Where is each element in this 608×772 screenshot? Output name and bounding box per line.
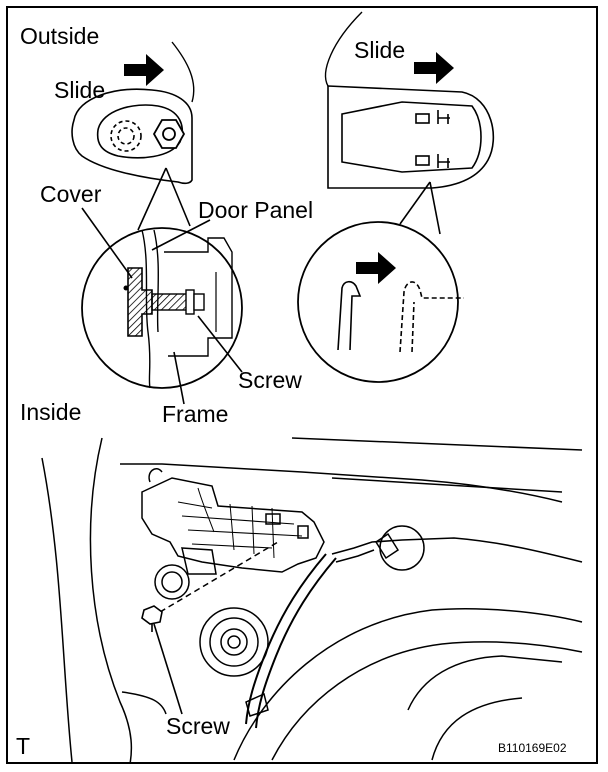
label-door-panel: Door Panel bbox=[198, 197, 313, 223]
label-outside: Outside bbox=[20, 23, 99, 49]
callout-lines-inside bbox=[153, 623, 183, 715]
callout-lines-left bbox=[81, 207, 243, 405]
label-inside: Inside bbox=[20, 399, 81, 425]
arrow-right-icon bbox=[414, 52, 454, 84]
corner-mark: T bbox=[16, 733, 30, 759]
outside-handle-left bbox=[71, 41, 195, 185]
cover-screw-detail bbox=[81, 227, 243, 389]
hex-screw-icon bbox=[152, 119, 186, 149]
claw-slide-detail bbox=[297, 221, 464, 383]
label-screw-lower: Screw bbox=[166, 713, 230, 739]
label-slide-left: Slide bbox=[54, 77, 105, 103]
label-slide-right: Slide bbox=[354, 37, 405, 63]
label-cover: Cover bbox=[40, 181, 102, 207]
outside-handle-right bbox=[324, 11, 495, 189]
dashed-clip-icon bbox=[110, 120, 142, 152]
illustration-frame: Outside Slide Slide Cover Door Panel Scr… bbox=[6, 6, 598, 764]
small-screw-icon bbox=[141, 605, 163, 632]
label-screw-upper: Screw bbox=[238, 367, 302, 393]
inside-door-view bbox=[41, 437, 583, 762]
arrow-right-icon bbox=[124, 54, 164, 86]
diagram-canvas: Outside Slide Slide Cover Door Panel Scr… bbox=[16, 11, 583, 762]
label-frame: Frame bbox=[162, 401, 228, 427]
zoom-leader-lines-left bbox=[137, 167, 191, 231]
arrow-right-icon bbox=[356, 252, 396, 284]
figure-code: B110169E02 bbox=[498, 741, 567, 755]
zoom-leader-lines-right bbox=[399, 181, 441, 235]
